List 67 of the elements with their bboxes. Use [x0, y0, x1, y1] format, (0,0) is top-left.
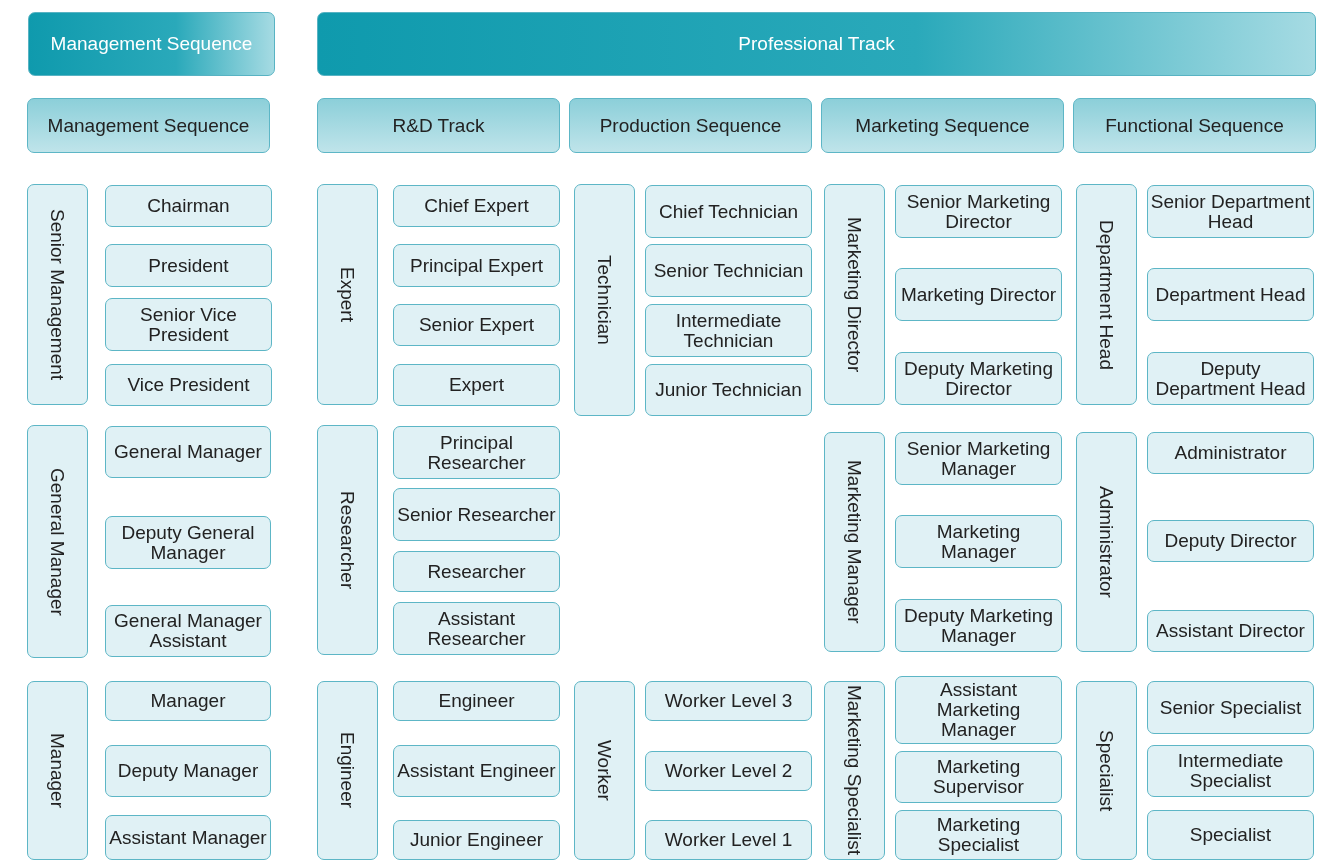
track-header: Management Sequence: [28, 12, 275, 76]
position-box: Senior Expert: [393, 304, 560, 346]
sequence-header: Marketing Sequence: [821, 98, 1064, 153]
position-box: Chief Expert: [393, 185, 560, 227]
position-box: Deputy Director: [1147, 520, 1314, 562]
category-label: Department Head: [1076, 184, 1137, 405]
position-box: Expert: [393, 364, 560, 406]
category-label: Worker: [574, 681, 635, 860]
position-box: Researcher: [393, 551, 560, 592]
sequence-header: Production Sequence: [569, 98, 812, 153]
category-label: Specialist: [1076, 681, 1137, 860]
position-box: Senior Marketing Manager: [895, 432, 1062, 485]
position-box: Junior Engineer: [393, 820, 560, 860]
position-box: General Manager: [105, 426, 271, 478]
position-box: Senior Researcher: [393, 488, 560, 541]
position-box: Senior Marketing Director: [895, 185, 1062, 238]
category-label: Expert: [317, 184, 378, 405]
position-box: Assistant Manager: [105, 815, 271, 860]
position-box: Assistant Director: [1147, 610, 1314, 652]
position-box: Engineer: [393, 681, 560, 721]
position-box: Marketing Director: [895, 268, 1062, 321]
category-label: Senior Management: [27, 184, 88, 405]
position-box: Worker Level 3: [645, 681, 812, 721]
position-box: Specialist: [1147, 810, 1314, 860]
position-box: Principal Researcher: [393, 426, 560, 479]
position-box: Administrator: [1147, 432, 1314, 474]
position-box: Junior Technician: [645, 364, 812, 416]
position-box: Assistant Researcher: [393, 602, 560, 655]
position-box: Marketing Supervisor: [895, 751, 1062, 803]
sequence-header: Management Sequence: [27, 98, 270, 153]
category-label: Researcher: [317, 425, 378, 655]
category-label: Technician: [574, 184, 635, 416]
position-box: Assistant Engineer: [393, 745, 560, 797]
position-box: Senior Vice President: [105, 298, 272, 351]
position-box: Department Head: [1147, 268, 1314, 321]
position-box: Worker Level 1: [645, 820, 812, 860]
position-box: Deputy Manager: [105, 745, 271, 797]
category-label: Marketing Specialist: [824, 681, 885, 860]
position-box: Senior Specialist: [1147, 681, 1314, 734]
track-header: Professional Track: [317, 12, 1316, 76]
position-box: General Manager Assistant: [105, 605, 271, 657]
position-box: Deputy General Manager: [105, 516, 271, 569]
position-box: Marketing Manager: [895, 515, 1062, 568]
position-box: Senior Technician: [645, 244, 812, 297]
category-label: General Manager: [27, 425, 88, 658]
position-box: Marketing Specialist: [895, 810, 1062, 860]
position-box: Chief Technician: [645, 185, 812, 238]
position-box: Intermediate Technician: [645, 304, 812, 357]
position-box: Worker Level 2: [645, 751, 812, 791]
position-box: Intermediate Specialist: [1147, 745, 1314, 797]
position-box: President: [105, 244, 272, 287]
sequence-header: Functional Sequence: [1073, 98, 1316, 153]
category-label: Marketing Director: [824, 184, 885, 405]
position-box: Chairman: [105, 185, 272, 227]
category-label: Marketing Manager: [824, 432, 885, 652]
position-box: Vice President: [105, 364, 272, 406]
category-label: Engineer: [317, 681, 378, 860]
position-box: Principal Expert: [393, 244, 560, 287]
position-box: Deputy Marketing Manager: [895, 599, 1062, 652]
position-box: Senior Department Head: [1147, 185, 1314, 238]
position-box: Manager: [105, 681, 271, 721]
category-label: Administrator: [1076, 432, 1137, 652]
category-label: Manager: [27, 681, 88, 860]
position-box: Deputy Department Head: [1147, 352, 1314, 405]
position-box: Deputy Marketing Director: [895, 352, 1062, 405]
position-box: Assistant Marketing Manager: [895, 676, 1062, 744]
sequence-header: R&D Track: [317, 98, 560, 153]
